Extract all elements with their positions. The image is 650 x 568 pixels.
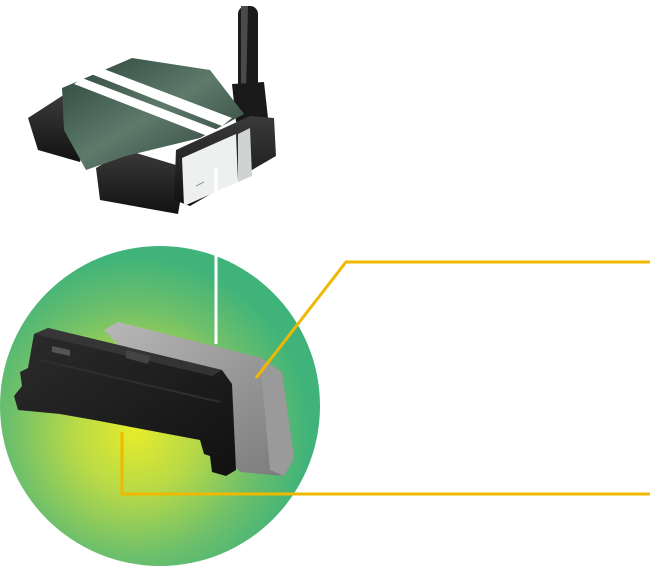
- alignment-stripe: [86, 66, 232, 126]
- callout-line-gray-insert: [254, 260, 650, 379]
- right-wing: [96, 150, 186, 214]
- black-face-insert: [14, 328, 236, 476]
- alignment-stripe: [74, 78, 218, 137]
- putter-head-icon: [28, 6, 276, 214]
- callout-line-black-insert: [120, 432, 650, 496]
- face-insert-window: [182, 134, 238, 206]
